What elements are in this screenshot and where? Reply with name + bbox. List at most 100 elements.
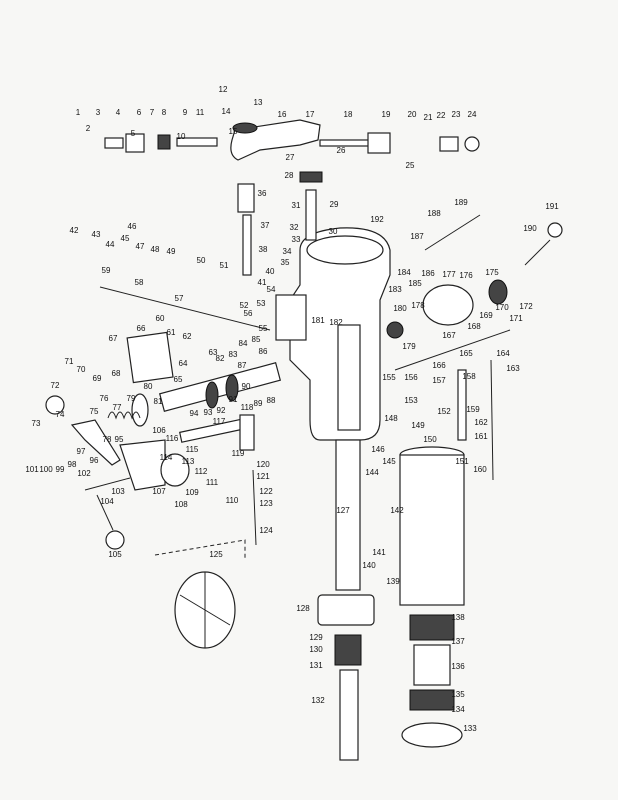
sleeve-132 [339,669,359,761]
part-number-label: 31 [292,201,301,210]
part-number-label: 116 [166,434,179,443]
part-number-label: 90 [242,382,251,391]
part-number-label: 37 [261,221,270,230]
shaft-38 [242,214,252,276]
shaft-90 [158,362,282,412]
part-number-label: 70 [77,365,86,374]
part-number-label: 88 [267,396,276,405]
part-number-label: 123 [259,499,273,508]
part-number-label: 171 [509,314,523,323]
part-number-label: 98 [68,460,77,469]
part-number-label: 155 [382,373,396,382]
part-number-label: 26 [337,146,346,155]
part-number-label: 67 [109,334,118,343]
part-number-label: 65 [174,375,183,384]
part-number-label: 172 [519,302,533,311]
part-number-label: 96 [90,456,99,465]
part-number-label: 162 [474,418,488,427]
part-number-label: 78 [103,435,112,444]
part-number-label: 186 [421,269,435,278]
part-number-label: 131 [309,661,323,670]
part-number-label: 137 [451,637,465,646]
rod-190 [524,239,551,266]
shaft-189 [424,214,481,251]
part-number-label: 183 [388,285,402,294]
part-number-label: 138 [451,613,465,622]
part-number-label: 170 [495,303,509,312]
part-number-label: 133 [463,724,477,733]
part-number-label: 4 [116,108,121,117]
part-9 [176,137,218,147]
part-number-label: 9 [183,108,188,117]
part-number-label: 144 [365,468,379,477]
part-number-label: 20 [408,110,417,119]
part-number-label: 158 [462,372,476,381]
part-number-label: 103 [111,487,125,496]
knob-191 [547,222,563,238]
part-number-label: 167 [442,331,456,340]
part-number-label: 45 [121,234,130,243]
part-number-label: 190 [523,224,537,233]
part-number-label: 25 [406,161,415,170]
part-number-label: 102 [77,469,91,478]
part-number-label: 81 [154,397,163,406]
part-number-label: 159 [466,405,480,414]
part-number-label: 42 [70,226,79,235]
part-number-label: 3 [96,108,101,117]
part-number-label: 86 [259,347,268,356]
part-number-label: 52 [240,301,249,310]
part-number-label: 124 [259,526,273,535]
part-number-label: 145 [382,457,396,466]
part-number-label: 115 [186,445,199,454]
part-number-label: 148 [384,414,398,423]
part-number-label: 15 [229,127,238,136]
part-number-label: 8 [162,108,167,117]
nut-131 [334,634,362,666]
part-number-label: 151 [455,457,469,466]
part-number-label: 27 [286,153,295,162]
part-number-label: 36 [258,189,267,198]
part-number-label: 161 [474,432,488,441]
part-number-label: 150 [423,435,437,444]
part-number-label: 157 [432,376,446,385]
part-number-label: 182 [329,318,343,327]
part-number-label: 22 [437,111,446,120]
part-number-label: 92 [217,406,226,415]
part-number-label: 114 [160,453,173,462]
part-number-label: 130 [309,645,323,654]
part-number-label: 82 [216,354,225,363]
part-number-label: 69 [93,374,102,383]
gear-91 [225,374,239,402]
part-24 [464,136,480,152]
part-number-label: 122 [259,487,273,496]
part-number-label: 57 [175,294,184,303]
part-number-label: 19 [382,110,391,119]
part-number-label: 175 [485,268,499,277]
plate-66 [126,331,174,384]
part-number-label: 71 [65,357,74,366]
part-number-label: 117 [213,417,226,426]
part-number-label: 184 [397,268,411,277]
handle-103 [84,477,131,491]
part-number-label: 112 [195,467,208,476]
part-number-label: 111 [206,478,219,487]
part-number-label: 55 [259,324,268,333]
part-number-label: 178 [411,301,425,310]
part-number-label: 149 [411,421,425,430]
part-number-label: 41 [258,278,267,287]
part-number-label: 132 [311,696,325,705]
part-number-label: 11 [196,108,205,117]
part-4 [104,137,124,149]
part-number-label: 29 [330,200,339,209]
part-number-label: 139 [386,577,400,586]
part-number-label: 59 [102,266,111,275]
part-number-label: 107 [152,487,166,496]
shaft-31 [305,189,317,241]
dial-113 [160,453,190,487]
part-number-label: 47 [136,242,145,251]
part-number-label: 50 [197,256,206,265]
part-number-label: 152 [437,407,451,416]
part-number-label: 12 [219,85,228,94]
part-number-label: 30 [329,227,338,236]
